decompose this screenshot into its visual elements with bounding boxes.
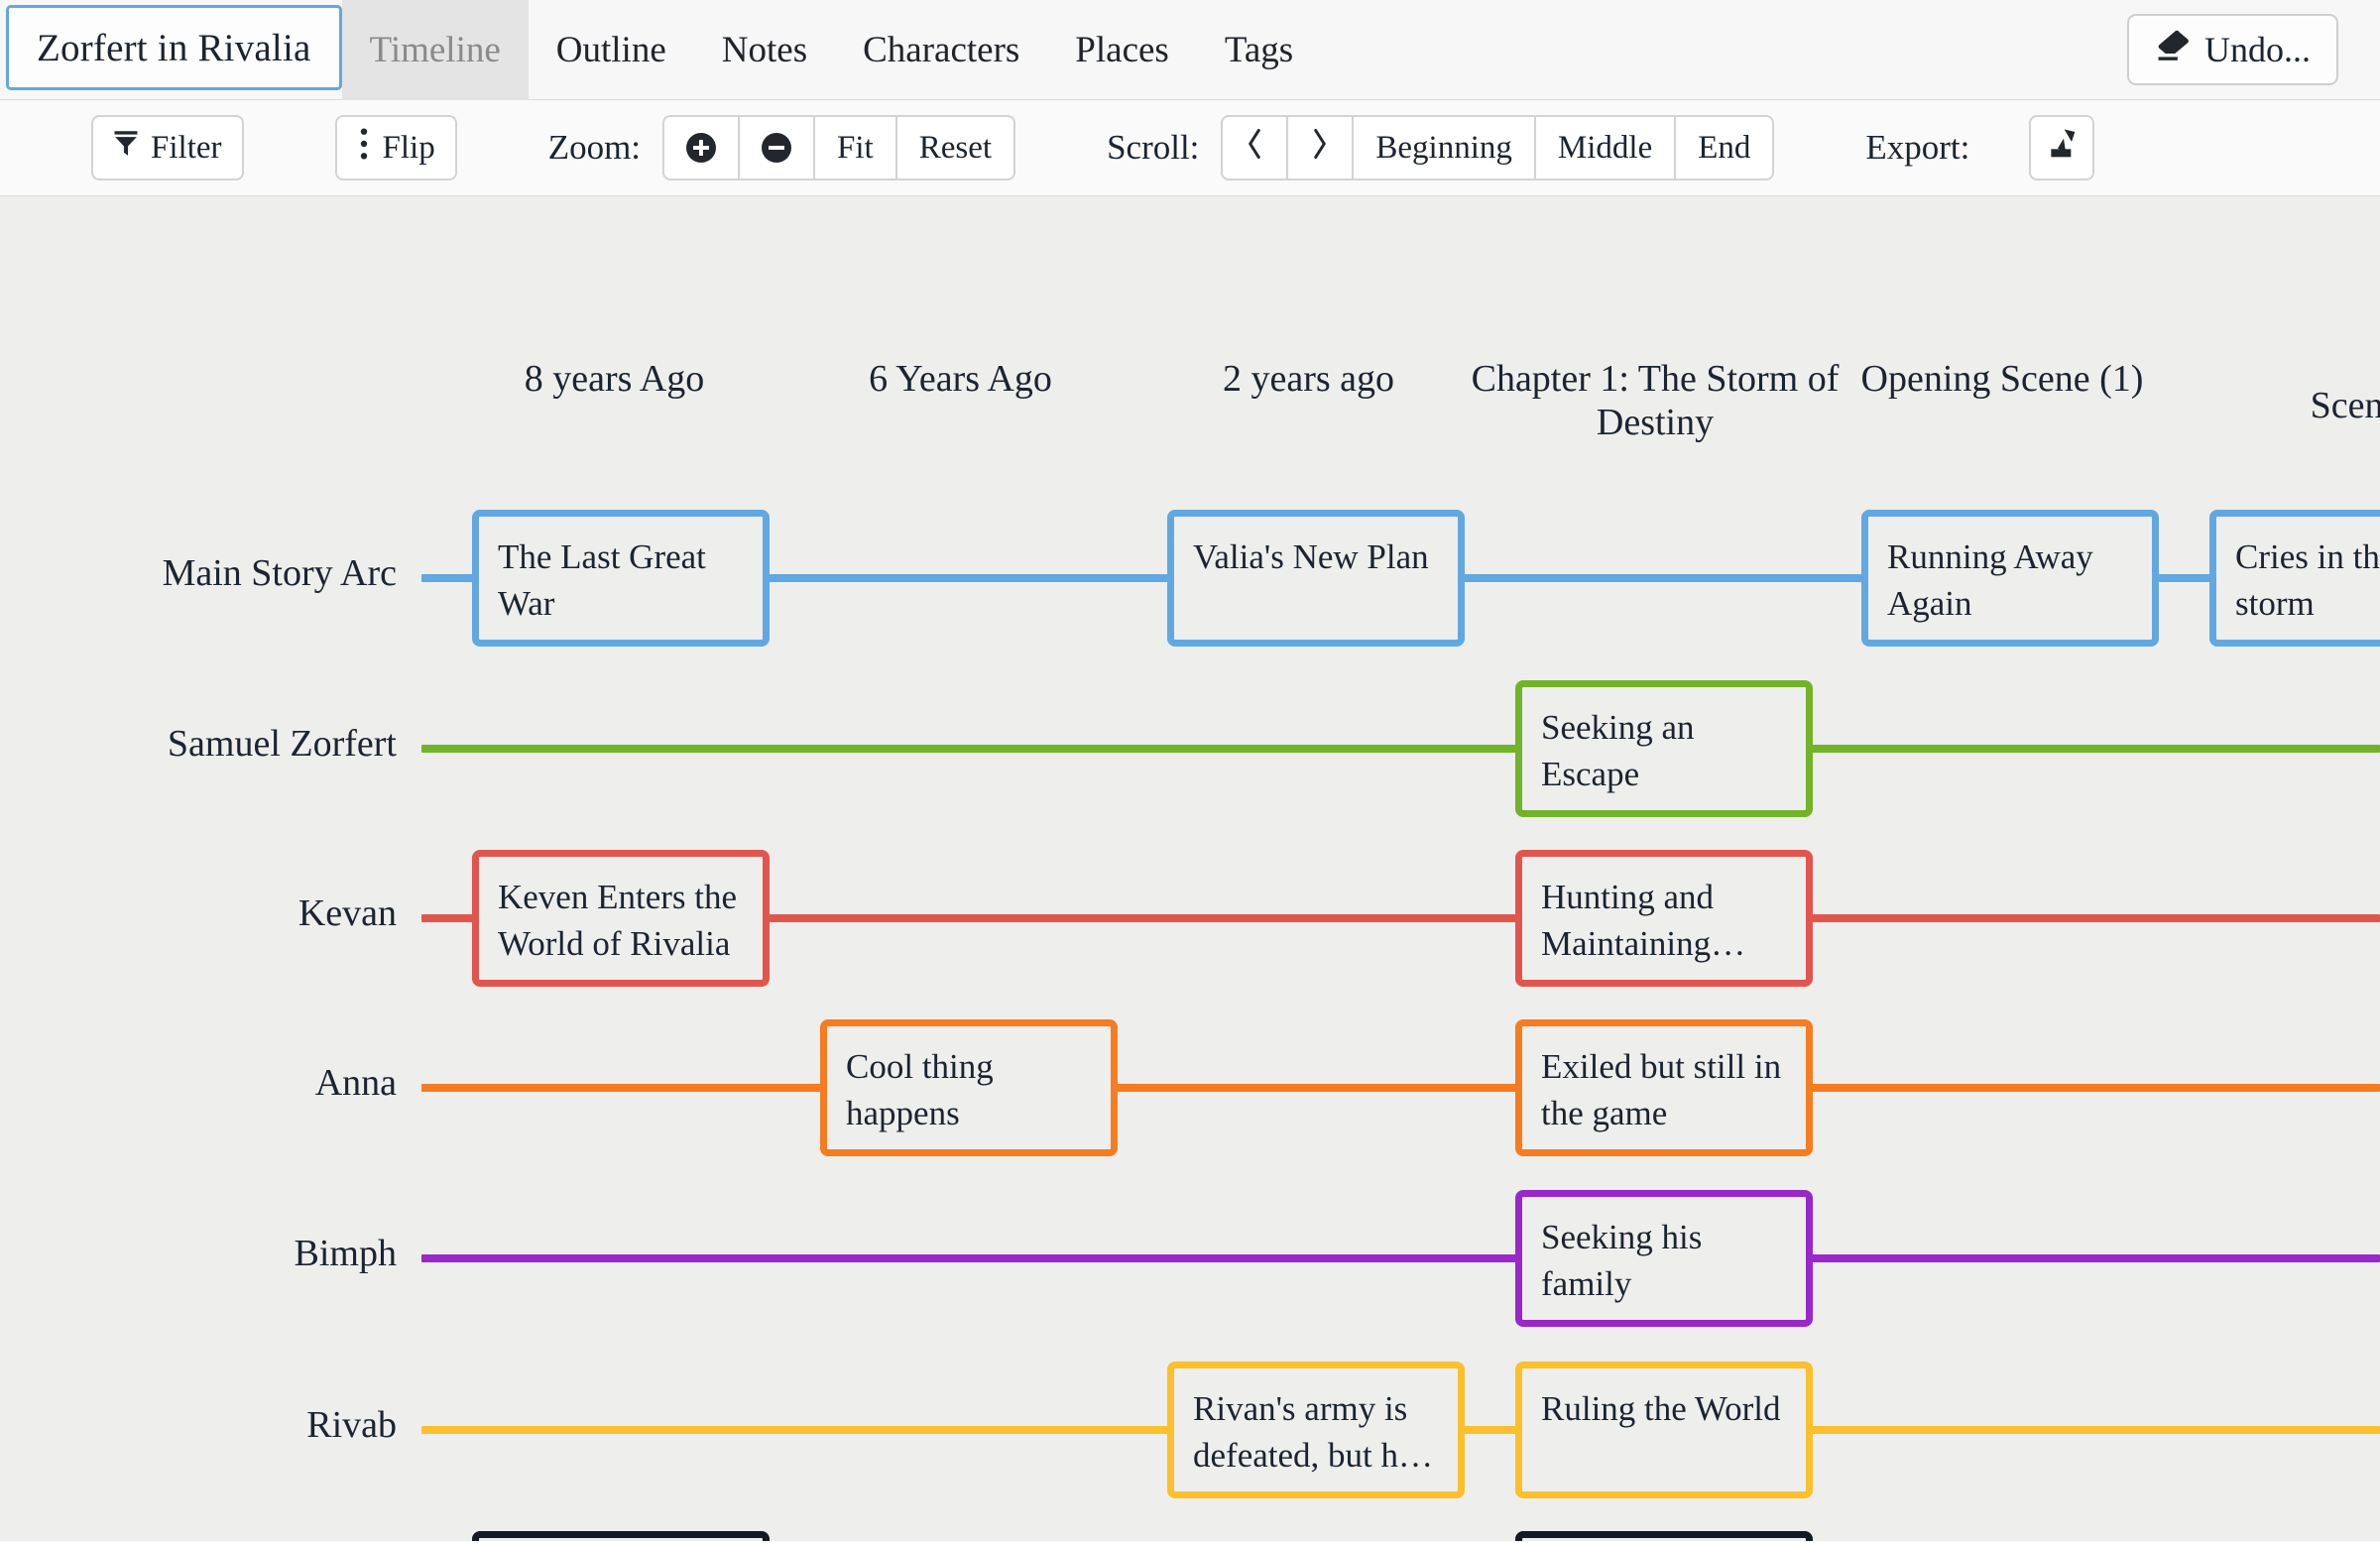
timeline-card[interactable]: Exiled but still in the game xyxy=(1515,1019,1813,1156)
tab-tags[interactable]: Tags xyxy=(1197,0,1321,100)
scroll-next-button[interactable] xyxy=(1288,117,1355,178)
tab-places[interactable]: Places xyxy=(1047,0,1197,100)
timeline-card[interactable]: Rivan's army is defeated, but h… xyxy=(1167,1362,1465,1498)
row-label[interactable]: Bimph xyxy=(294,1233,397,1274)
timeline-card[interactable]: Ruling the World xyxy=(1515,1362,1813,1498)
timeline-track-line xyxy=(421,1254,2380,1262)
timeline-card-text: The Last Great War xyxy=(498,537,706,623)
tab-bar-right-area: Undo... xyxy=(2127,0,2380,99)
filter-button[interactable]: Filter xyxy=(91,115,244,180)
flip-button[interactable]: Flip xyxy=(334,115,457,180)
export-button[interactable] xyxy=(2029,115,2095,180)
timeline-card-text: Cool thing happens xyxy=(846,1047,994,1132)
zoom-out-button[interactable] xyxy=(740,117,816,178)
zoom-label: Zoom: xyxy=(547,128,642,167)
undo-button-label: Undo... xyxy=(2204,30,2311,69)
tab-characters-label: Characters xyxy=(863,30,1020,70)
timeline-card-text: Ruling the World xyxy=(1541,1389,1781,1428)
tab-outline[interactable]: Outline xyxy=(529,0,694,100)
timeline-card[interactable]: Valia's New Plan xyxy=(1167,510,1465,647)
funnel-icon xyxy=(113,130,139,167)
scroll-beginning-label: Beginning xyxy=(1375,129,1512,166)
row-label[interactable]: Main Story Arc xyxy=(162,552,397,594)
zoom-in-button[interactable] xyxy=(664,117,741,178)
tab-notes-label: Notes xyxy=(721,30,808,70)
timeline-card-text: Seeking his family xyxy=(1541,1218,1703,1303)
scroll-prev-button[interactable] xyxy=(1223,117,1289,178)
timeline-card-text: Keven Enters the World of Rivalia xyxy=(498,878,738,963)
timeline-card[interactable]: Plotting and xyxy=(1515,1531,1813,1541)
scroll-end-button[interactable]: End xyxy=(1676,117,1772,178)
column-header[interactable]: 8 years Ago xyxy=(524,358,705,400)
row-label[interactable]: Rivab xyxy=(306,1404,397,1446)
timeline-card[interactable]: The Last Great War xyxy=(472,510,770,647)
zoom-out-circle-icon xyxy=(762,133,792,163)
scroll-middle-button[interactable]: Middle xyxy=(1536,117,1677,178)
column-header[interactable]: Scene xyxy=(2310,385,2380,426)
document-tab[interactable]: Zorfert in Rivalia xyxy=(6,5,342,90)
zoom-fit-button[interactable]: Fit xyxy=(815,117,897,178)
timeline-card[interactable]: Cool thing that xyxy=(472,1531,770,1541)
row-label[interactable]: Anna xyxy=(314,1062,397,1104)
tab-timeline[interactable]: Timeline xyxy=(341,0,529,100)
chevron-left-icon xyxy=(1245,128,1264,169)
nav-tabs: Timeline Outline Notes Characters Places… xyxy=(341,0,1322,100)
vertical-dots-icon xyxy=(357,127,371,169)
scroll-button-group: Beginning Middle End xyxy=(1221,115,1775,180)
scroll-beginning-button[interactable]: Beginning xyxy=(1354,117,1536,178)
tab-characters[interactable]: Characters xyxy=(835,0,1047,100)
top-tab-bar: Zorfert in Rivalia Timeline Outline Note… xyxy=(0,0,2380,100)
timeline-toolbar: Filter Flip Zoom: Fit Reset Scroll: xyxy=(0,100,2380,196)
timeline-card[interactable]: Running Away Again xyxy=(1861,510,2159,647)
scroll-end-label: End xyxy=(1698,129,1751,166)
document-tab-label: Zorfert in Rivalia xyxy=(37,26,311,69)
timeline-card-text: Seeking an Escape xyxy=(1541,708,1695,793)
timeline-track-line xyxy=(421,745,2380,753)
undo-button[interactable]: Undo... xyxy=(2127,14,2338,85)
timeline-canvas[interactable]: 8 years Ago 6 Years Ago 2 years ago Chapter… xyxy=(0,196,2380,1541)
tab-tags-label: Tags xyxy=(1224,30,1294,70)
timeline-card[interactable]: Cries in the storm xyxy=(2209,510,2380,647)
timeline-card-text: Valia's New Plan xyxy=(1193,537,1429,576)
tab-places-label: Places xyxy=(1075,30,1169,70)
flip-button-label: Flip xyxy=(382,129,435,166)
timeline-card[interactable]: Hunting and Maintaining… xyxy=(1515,850,1813,987)
zoom-button-group: Fit Reset xyxy=(662,115,1016,180)
column-header[interactable]: 2 years ago xyxy=(1222,358,1395,400)
filter-button-label: Filter xyxy=(151,129,222,166)
export-icon xyxy=(2047,128,2077,169)
timeline-card-text: Exiled but still in the game xyxy=(1541,1047,1782,1132)
timeline-card[interactable]: Seeking an Escape xyxy=(1515,680,1813,817)
row-label[interactable]: Samuel Zorfert xyxy=(167,723,397,765)
export-label: Export: xyxy=(1865,128,1970,167)
tab-timeline-label: Timeline xyxy=(369,30,501,70)
row-label[interactable]: Kevan xyxy=(298,892,397,934)
timeline-card-text: Cries in the storm xyxy=(2235,537,2380,623)
zoom-reset-label: Reset xyxy=(918,129,993,166)
zoom-in-circle-icon xyxy=(686,133,717,163)
timeline-track-line xyxy=(421,1084,2380,1092)
tab-notes[interactable]: Notes xyxy=(694,0,835,100)
timeline-card-text: Rivan's army is defeated, but h… xyxy=(1193,1389,1433,1475)
chevron-right-icon xyxy=(1310,128,1330,169)
zoom-fit-label: Fit xyxy=(837,129,874,166)
column-header[interactable]: Opening Scene (1) xyxy=(1860,358,2144,400)
timeline-card[interactable]: Seeking his family xyxy=(1515,1190,1813,1327)
timeline-card-text: Running Away Again xyxy=(1887,537,2093,623)
timeline-card[interactable]: Cool thing happens xyxy=(820,1019,1118,1156)
eraser-icon xyxy=(2155,29,2193,71)
column-header[interactable]: 6 Years Ago xyxy=(869,358,1052,400)
timeline-track-line xyxy=(421,914,2380,922)
zoom-reset-button[interactable]: Reset xyxy=(897,117,1013,178)
scroll-middle-label: Middle xyxy=(1557,129,1653,166)
column-header[interactable]: Chapter 1: The Storm of Destiny xyxy=(1471,358,1840,444)
scroll-label: Scroll: xyxy=(1107,128,1200,167)
timeline-card-text: Hunting and Maintaining… xyxy=(1541,878,1746,963)
tab-outline-label: Outline xyxy=(555,30,666,70)
timeline-card[interactable]: Keven Enters the World of Rivalia xyxy=(472,850,770,987)
